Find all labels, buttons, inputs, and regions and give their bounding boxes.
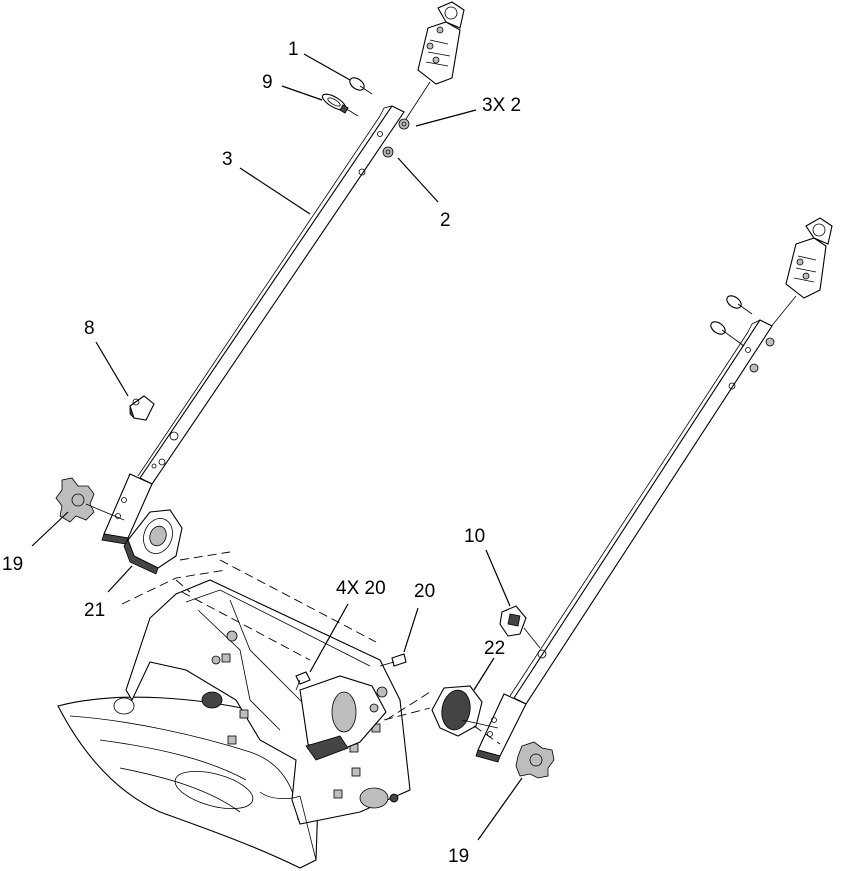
leader-lines xyxy=(31,53,523,841)
cable-guide-icon xyxy=(499,605,541,649)
pivot-bracket-icon xyxy=(431,685,499,737)
callout-9: 9 xyxy=(262,72,273,93)
callout-1: 1 xyxy=(288,39,299,60)
callout-19-right: 19 xyxy=(448,846,469,867)
right-handle-tube xyxy=(509,319,773,705)
left-grip-icon xyxy=(417,1,465,85)
callout-3x2: 3X 2 xyxy=(482,95,521,116)
callout-8: 8 xyxy=(84,318,95,339)
right-lower-bracket xyxy=(475,693,527,763)
lynch-pin-icon xyxy=(321,93,359,117)
pivot-bracket-icon xyxy=(123,509,183,575)
left-handle-assembly xyxy=(55,1,465,575)
bolt-icon xyxy=(349,77,373,95)
auger-housing xyxy=(57,579,411,869)
callout-21: 21 xyxy=(84,600,105,621)
callout-3: 3 xyxy=(222,149,233,170)
star-knob-icon xyxy=(55,477,125,523)
star-knob-icon xyxy=(515,741,555,779)
callout-2: 2 xyxy=(440,210,451,231)
callout-10: 10 xyxy=(464,526,485,547)
nut-icon xyxy=(749,337,775,373)
callout-4x20: 4X 20 xyxy=(336,578,386,599)
bolt-icon xyxy=(710,295,753,347)
right-handle-assembly xyxy=(431,217,833,779)
wire-clip-icon xyxy=(129,395,155,421)
right-grip-icon xyxy=(785,217,833,299)
callout-labels: 1 9 3X 2 3 2 8 19 21 4X 20 20 10 22 19 xyxy=(2,39,521,867)
nut-icon xyxy=(382,118,410,158)
left-handle-tube xyxy=(137,105,405,485)
callout-20: 20 xyxy=(414,581,435,602)
callout-22: 22 xyxy=(484,638,505,659)
bolt-icon xyxy=(295,653,407,691)
assembly-lines xyxy=(121,551,501,745)
callout-19-left: 19 xyxy=(2,554,23,575)
